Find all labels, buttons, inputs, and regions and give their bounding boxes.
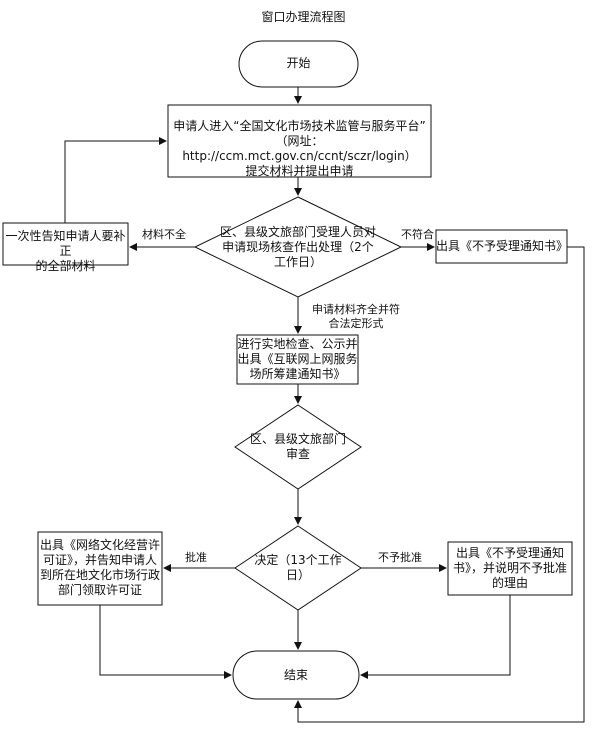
submit-label: 申请人进入“全国文化市场技术监管与服务平台” （网址：http://ccm.mc… <box>173 119 426 178</box>
reject2-label: 出具《不予受理通知 书》，并说明不予批准 的理由 <box>452 546 567 590</box>
approve-label: 出具《网络文化经营许 可证》，并告知申请人 到所在地文化市场行政 部门领取许可证 <box>39 538 160 597</box>
reject1-box <box>435 229 568 264</box>
inspect-label: 进行实地检查、公示并 出具《互联网上网服务 场所筹建通知书》 <box>237 337 358 381</box>
reject1-label: 出具《不予受理通知书》 <box>436 239 569 253</box>
accept-label: 区、县级文旅部门受理人员对 申请现场核查作出处理（2个 工作日） <box>219 225 376 269</box>
supplement-label: 一次性告知申请人要补正 的全部材料 <box>5 229 126 273</box>
supplement-box <box>2 222 129 266</box>
decide-label: 决定（13个工作 日） <box>254 553 342 582</box>
edge-label-complete: 申请材料齐全并符 合法定形式 <box>312 303 400 330</box>
start-label: 开始 <box>286 56 311 70</box>
end-label: 结束 <box>283 668 308 682</box>
edge-label-nonconform: 不符合 <box>401 228 434 241</box>
end-terminator <box>232 650 360 700</box>
submit-box <box>167 104 432 178</box>
reject2-box <box>447 541 573 596</box>
edge-label-approved: 批准 <box>185 551 207 564</box>
edge-label-incomplete: 材料不全 <box>142 228 186 241</box>
diagram-title: 窗口办理流程图 <box>261 10 346 24</box>
approve-box <box>37 531 163 606</box>
review-label: 区、县级文旅部门 审查 <box>249 432 346 461</box>
edge-label-denied: 不予批准 <box>378 551 422 564</box>
